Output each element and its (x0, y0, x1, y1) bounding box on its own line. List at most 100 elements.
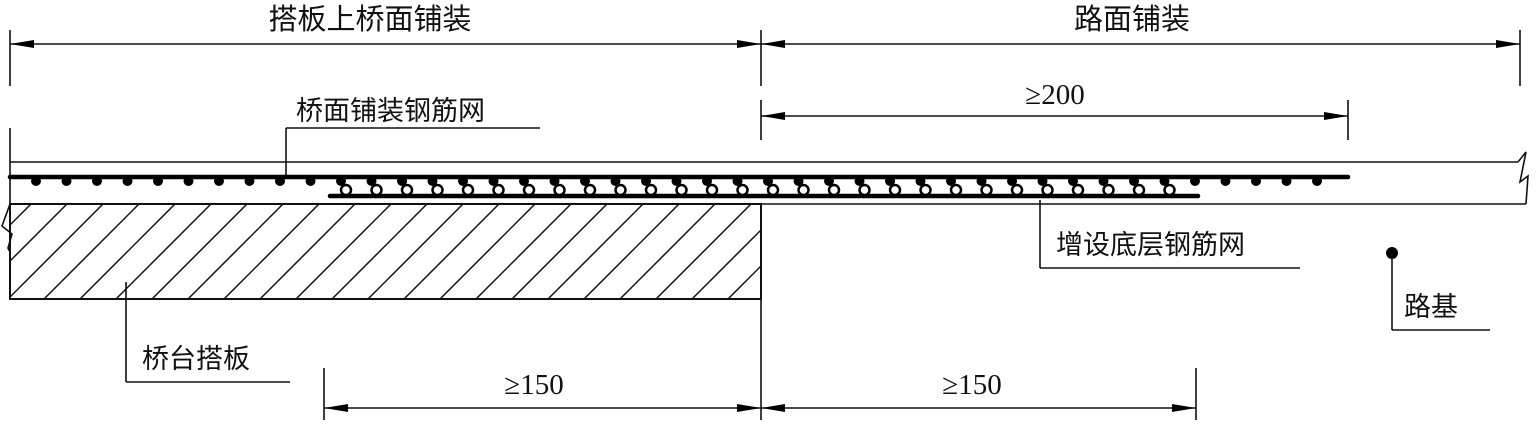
hatch-line (511, 204, 608, 299)
bottom-rebar-dot (583, 183, 597, 197)
hatch-line (475, 204, 572, 299)
rebar-dot (793, 176, 804, 186)
deck-rebar-mesh-leader (285, 127, 540, 176)
bottom-rebar-dot (949, 183, 963, 197)
hatch-line (764, 204, 859, 299)
bottom-rebar-dot (1102, 183, 1115, 197)
bottom-rebar-dot (522, 183, 536, 197)
rebar-dot (1098, 176, 1109, 186)
top-dimension-line (9, 30, 1521, 86)
bottom-rebar-dot (614, 183, 627, 197)
added-bottom-rebar-mesh (327, 183, 1201, 199)
bottom-rebar-dot (919, 183, 932, 197)
abutment-approach-slab (9, 203, 859, 300)
bottom-rebar-dot (1132, 183, 1146, 197)
rebar-dot (671, 176, 682, 186)
bottom-rebar-dot (858, 183, 871, 197)
rebar-dot (610, 176, 621, 186)
rebar-dot (1037, 176, 1048, 186)
hatch-line (295, 204, 392, 299)
rebar-dot (519, 176, 529, 186)
bottom-rebar-dot (1041, 183, 1054, 197)
label-abutment-approach-slab: 桥台搭板 (142, 344, 250, 375)
bottom-rebar-dot (370, 183, 383, 197)
bottom-rebar-dot (1010, 183, 1024, 197)
rebar-dot (1068, 176, 1078, 186)
rebar-dot (549, 176, 560, 186)
bottom-rebar-dot (827, 183, 841, 197)
rebar-dot (885, 176, 895, 186)
rebar-dot (397, 176, 407, 186)
hatch-line (619, 204, 716, 299)
rebar-dot (1312, 176, 1322, 186)
rebar-dot (244, 176, 255, 186)
rebar-dot (702, 176, 712, 186)
rebar-dot (732, 176, 743, 186)
bottom-rebar-dot (339, 183, 353, 197)
bottom-rebar-dot (644, 183, 658, 197)
hatch-line (79, 204, 176, 299)
deck-rebar-mesh (7, 174, 1351, 186)
rebar-dot (122, 176, 133, 186)
hatch-line (655, 204, 752, 299)
hatch-line (583, 204, 680, 299)
overlap-200-dimension (760, 100, 1349, 140)
hatch-line (115, 204, 212, 299)
bottom-rebar-dot (736, 183, 749, 197)
rebar-dot (641, 176, 651, 186)
hatch-line (439, 204, 536, 299)
dimension-text-200: ≥200 (1025, 79, 1084, 111)
hatch-line (10, 204, 32, 227)
subgrade-marker (1386, 247, 1490, 331)
rebar-dot (366, 176, 377, 186)
hatch-line (547, 204, 644, 299)
rebar-dot (61, 176, 72, 186)
rebar-dot (976, 176, 987, 186)
hatch-line (223, 204, 320, 299)
bottom-rebar-dot (553, 183, 566, 197)
hatch-line (10, 204, 68, 263)
label-added-bottom-rebar-mesh: 增设底层钢筋网 (1056, 230, 1245, 261)
rebar-dot (1251, 176, 1261, 186)
rebar-dot (824, 176, 834, 186)
rebar-dot (1281, 176, 1292, 186)
hatch-line (367, 204, 464, 299)
hatch-line (259, 204, 356, 299)
bottom-rebar-dot (797, 183, 810, 197)
label-road-paving: 路面铺装 (1074, 2, 1190, 36)
dimension-text-150-road: ≥150 (942, 369, 1001, 401)
rebar-dot (1129, 176, 1139, 186)
bottom-dimension-line (323, 300, 1197, 420)
rebar-dot (1190, 176, 1200, 186)
rebar-dot (92, 176, 102, 186)
hatch-line (151, 204, 248, 299)
rebar-dot (214, 176, 224, 186)
hatch-line (10, 204, 104, 299)
rebar-dot (31, 176, 41, 186)
bottom-rebar-dot (1071, 183, 1085, 197)
label-deck-paving-on-slab: 搭板上桥面铺装 (268, 2, 471, 36)
label-deck-rebar-mesh: 桥面铺装钢筋网 (296, 96, 485, 127)
bottom-rebar-dot (1163, 183, 1176, 197)
bottom-rebar-dot (766, 183, 780, 197)
rebar-dot (1007, 176, 1017, 186)
rebar-dot (763, 176, 773, 186)
rebar-dot (153, 176, 163, 186)
bottom-rebar-dot (431, 183, 444, 197)
rebar-dot (1220, 176, 1231, 186)
added-bottom-mesh-leader (1039, 200, 1300, 269)
rebar-dot (488, 176, 499, 186)
hatch-line (727, 264, 761, 299)
bottom-rebar-dot (705, 183, 719, 197)
rebar-dot (275, 176, 285, 186)
hatch-line (403, 204, 500, 299)
rebar-dot (458, 176, 468, 186)
bottom-rebar-bars (339, 183, 1176, 197)
rebar-dot (427, 176, 438, 186)
rebar-dot (915, 176, 926, 186)
approach-slab-leader (125, 282, 290, 383)
rebar-dot (305, 176, 316, 186)
bottom-rebar-dot (980, 183, 993, 197)
bottom-rebar-dot (492, 183, 505, 197)
